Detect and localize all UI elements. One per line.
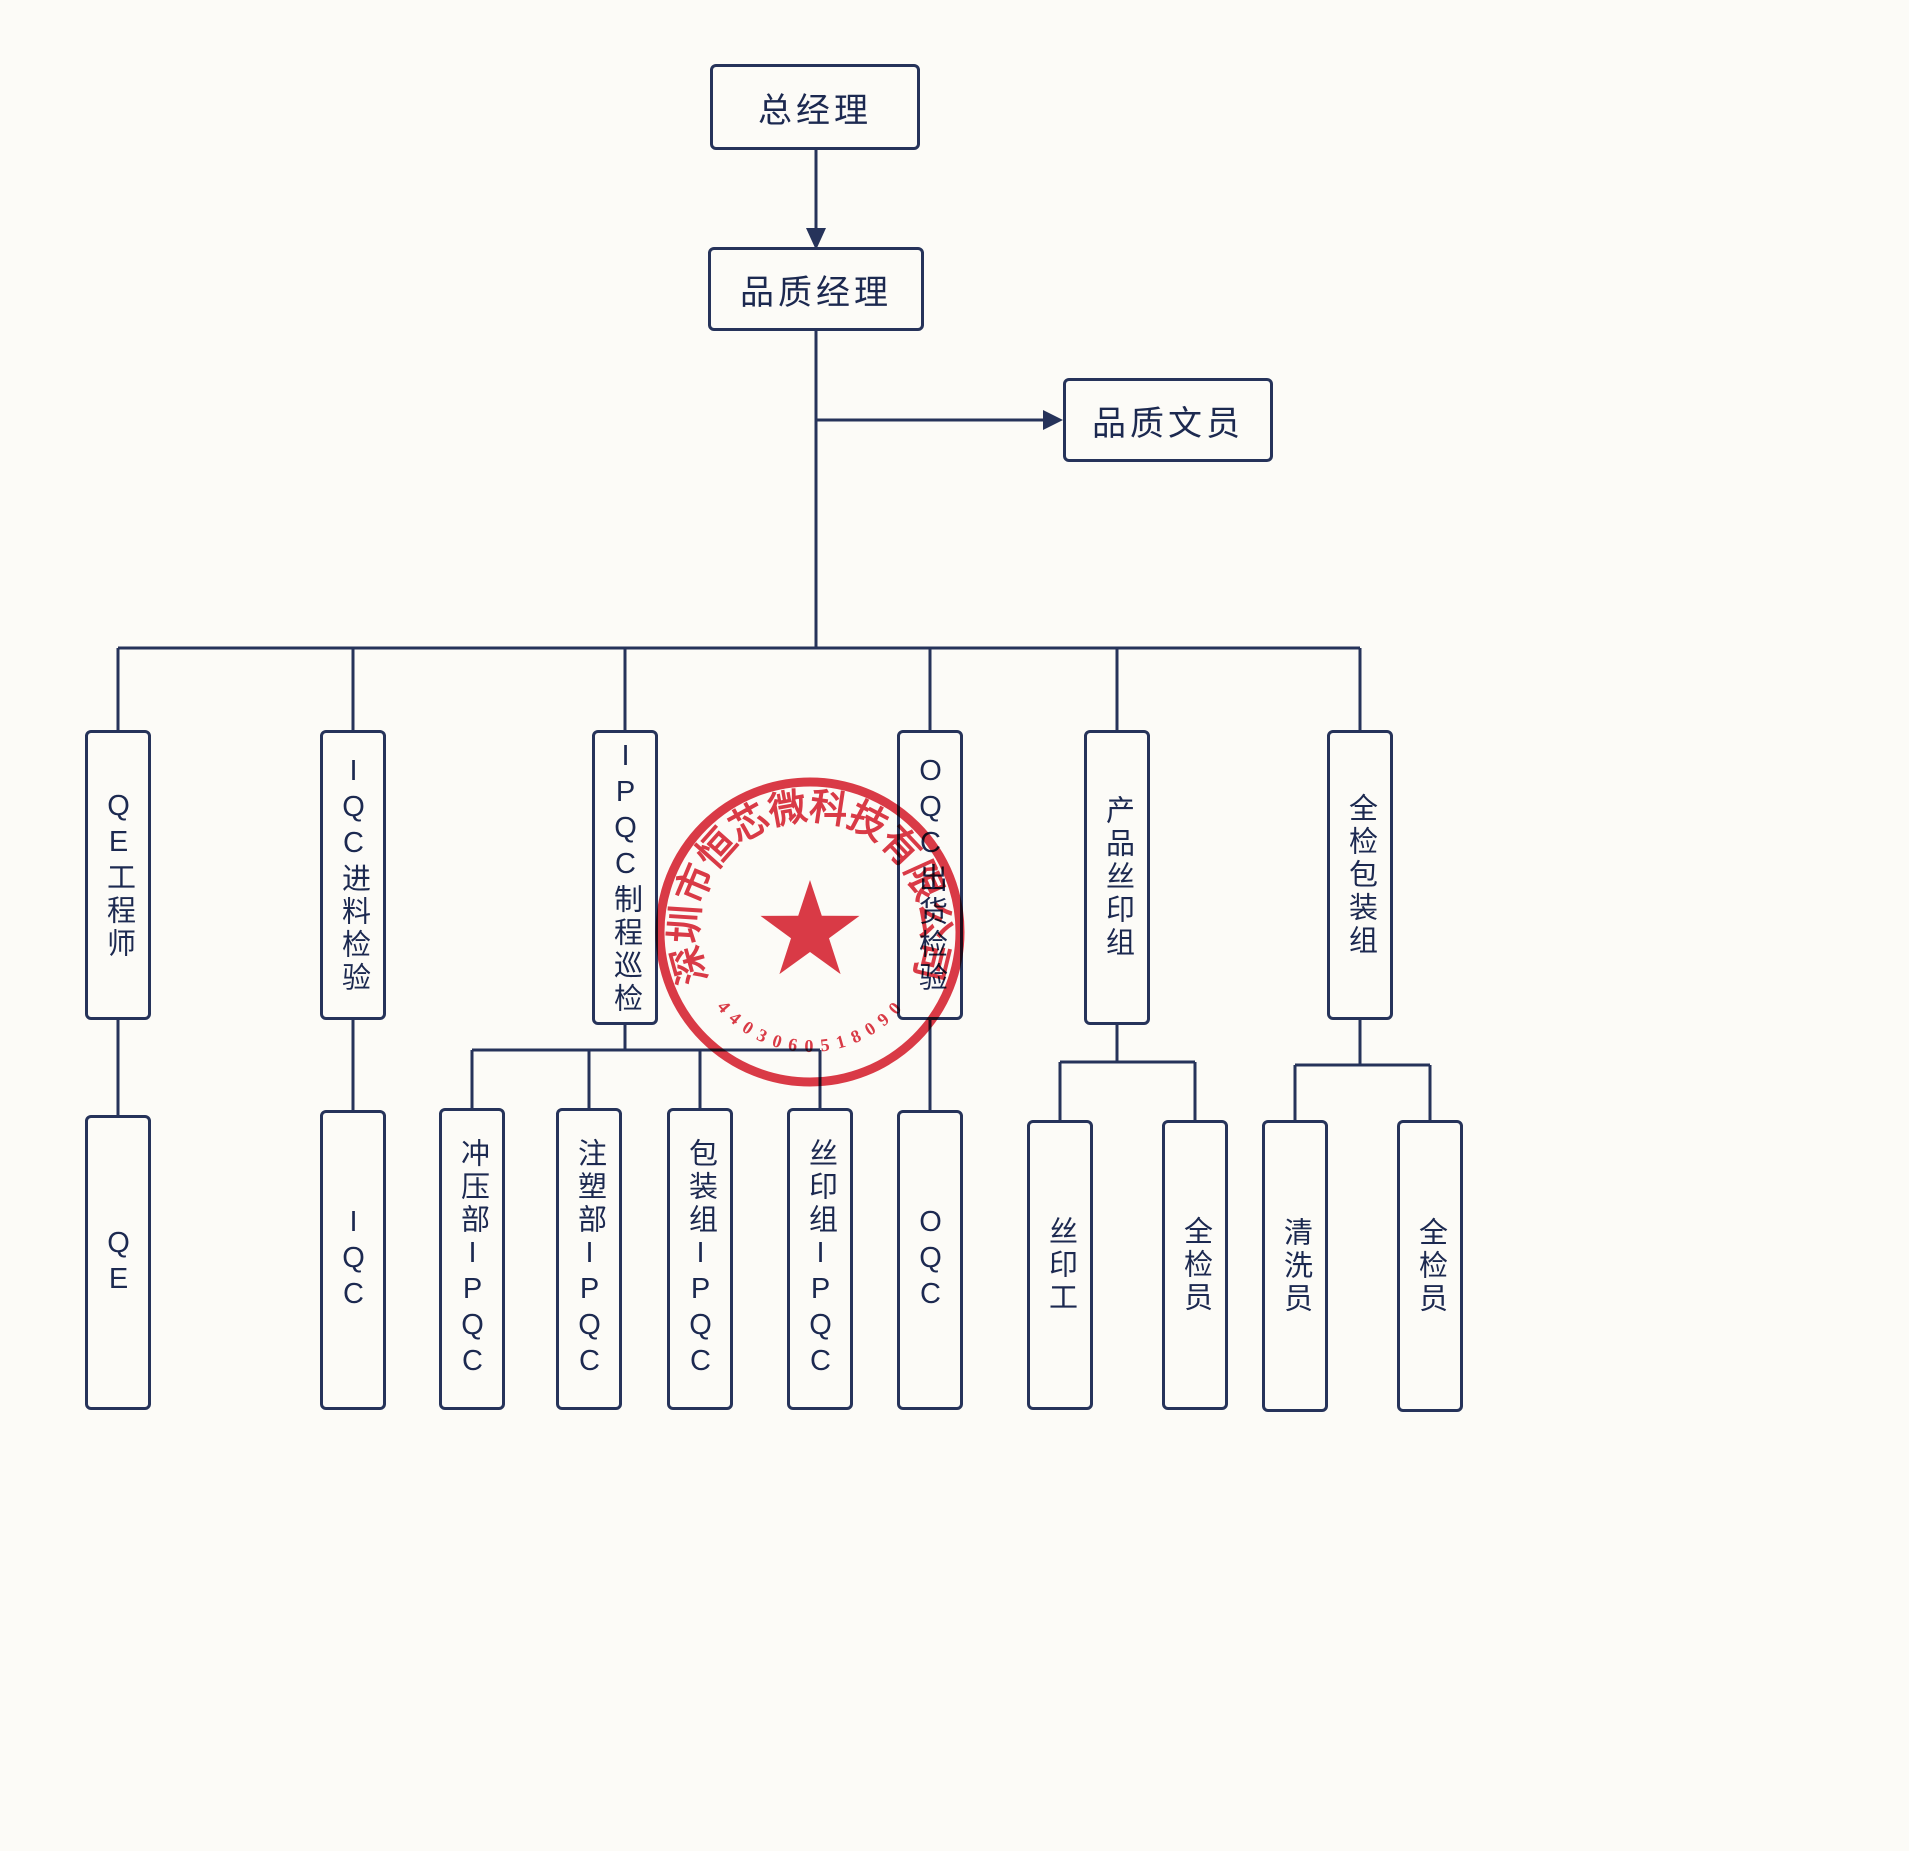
- node-full-inspector-silkprint: 全检员: [1162, 1120, 1228, 1410]
- node-oqc-outgoing-inspection: OQC出货检验: [897, 730, 963, 1020]
- node-quality-manager: 品质经理: [708, 247, 924, 331]
- node-qe-engineer: QE工程师: [85, 730, 151, 1020]
- node-silkprint-worker: 丝印工: [1027, 1120, 1093, 1410]
- node-packing-group-ipqc: 包装组IPQC: [667, 1108, 733, 1410]
- node-silkprint-group-ipqc: 丝印组IPQC: [787, 1108, 853, 1410]
- node-general-manager: 总经理: [710, 64, 920, 150]
- node-stamping-dept-ipqc: 冲压部IPQC: [439, 1108, 505, 1410]
- node-oqc: OQC: [897, 1110, 963, 1410]
- node-ipqc-process-patrol: IPQC制程巡检: [592, 730, 658, 1025]
- arrow-down-icon: [806, 228, 826, 250]
- node-quality-clerk: 品质文员: [1063, 378, 1273, 462]
- node-iqc: IQC: [320, 1110, 386, 1410]
- node-full-inspection-packing-group: 全检包装组: [1327, 730, 1393, 1020]
- node-cleaner: 清洗员: [1262, 1120, 1328, 1412]
- node-molding-dept-ipqc: 注塑部IPQC: [556, 1108, 622, 1410]
- node-full-inspector-packing: 全检员: [1397, 1120, 1463, 1412]
- arrow-right-icon: [1043, 410, 1063, 430]
- node-qe: QE: [85, 1115, 151, 1410]
- node-product-silkprint-group: 产品丝印组: [1084, 730, 1150, 1025]
- node-iqc-incoming-inspection: IQC进料检验: [320, 730, 386, 1020]
